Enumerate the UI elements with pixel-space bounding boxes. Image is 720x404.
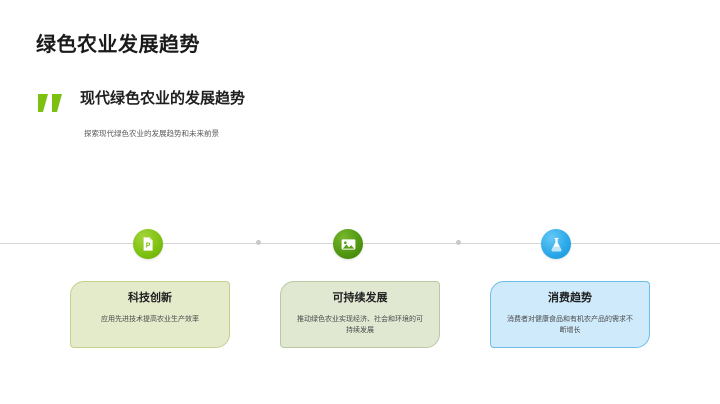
card-title: 消费趋势 <box>548 292 592 304</box>
quote-mark-icon <box>36 90 66 116</box>
milestone-icon-3[interactable] <box>541 229 571 259</box>
milestone-icon-1[interactable]: P <box>133 229 163 259</box>
quote-block: 现代绿色农业的发展趋势 探索现代绿色农业的发展趋势和未来前景 <box>36 88 456 140</box>
card-description: 消费者对健康食品和有机农产品的需求不断增长 <box>507 316 633 334</box>
card-description: 推动绿色农业实现经济、社会和环境的可持续发展 <box>297 316 423 334</box>
card-title: 科技创新 <box>128 292 172 304</box>
flask-beaker-icon <box>548 236 565 253</box>
page-title: 绿色农业发展趋势 <box>36 34 200 56</box>
presentation-document-icon: P <box>140 236 156 252</box>
quote-subtitle: 探索现代绿色农业的发展趋势和未来前景 <box>84 129 219 138</box>
image-picture-icon <box>340 236 357 253</box>
timeline-dot <box>456 240 461 245</box>
quote-heading-row: 现代绿色农业的发展趋势 <box>36 88 456 116</box>
trend-card-3[interactable]: 消费趋势 消费者对健康食品和有机农产品的需求不断增长 <box>490 281 650 348</box>
svg-text:P: P <box>146 242 151 249</box>
trend-card-2[interactable]: 可持续发展 推动绿色农业实现经济、社会和环境的可持续发展 <box>280 281 440 348</box>
card-title: 可持续发展 <box>332 292 388 304</box>
trend-card-1[interactable]: 科技创新 应用先进技术提高农业生产效率 <box>70 281 230 348</box>
quote-heading: 现代绿色农业的发展趋势 <box>80 90 246 107</box>
timeline-dot <box>256 240 261 245</box>
card-description: 应用先进技术提高农业生产效率 <box>101 316 199 323</box>
milestone-icon-2[interactable] <box>333 229 363 259</box>
